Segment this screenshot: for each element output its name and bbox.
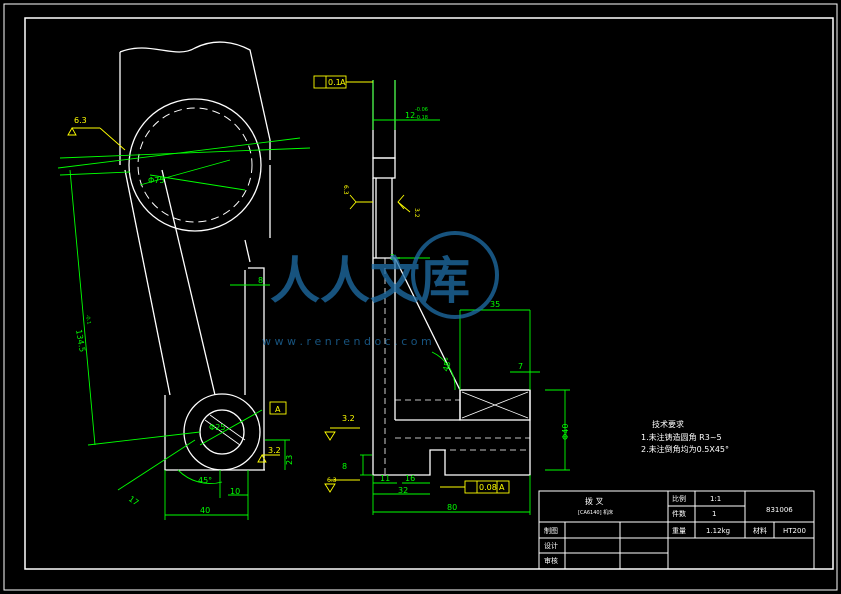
dim-45deg: 45°	[198, 476, 212, 485]
dim-6-3-top: 6.3	[74, 116, 87, 125]
dim-23: 23	[285, 455, 294, 465]
tech-req-heading: 技术要求	[652, 419, 684, 429]
dim-17: 17	[127, 494, 141, 507]
watermark: 人人文库 w w w . r e n r e n d o c . c o m	[262, 231, 499, 348]
watermark-text: 人人文库	[270, 252, 470, 310]
dim-8-bot: 8	[342, 462, 347, 471]
side-view-annotations	[313, 75, 510, 494]
drawn-label: 制图	[544, 526, 558, 535]
material-value: HT200	[783, 527, 806, 535]
dim-2: 2	[390, 253, 395, 262]
dim-134-tol: -0.1	[84, 314, 92, 325]
checked-label: 审核	[544, 556, 558, 565]
front-view-annotations	[67, 127, 287, 463]
flat-bot-value: 0.08	[479, 483, 497, 492]
front-view-labels: 6.3 134.5 -0.1 Φ75 8 A Φ25 3.2 23 17 45°…	[74, 116, 294, 515]
weight-label: 重量	[672, 527, 686, 535]
side-view-dimensions	[360, 80, 570, 515]
dim-45deg-b: 45°	[441, 356, 453, 372]
watermark-logo-ring	[411, 231, 499, 319]
tech-req-line2: 2.未注倒角均为0.5X45°	[641, 444, 729, 454]
drawing-number: 831006	[766, 506, 793, 514]
front-view	[119, 41, 271, 471]
dim-6-3-bot: 6.3	[327, 477, 337, 484]
title-block-text: 拨 叉 [CA6140] 机床 比例 1:1 件数 1 831006 重量 1.…	[544, 494, 806, 565]
dim-3-2-side: 3.2	[413, 208, 420, 218]
tech-requirements: 技术要求 1.未注铸造圆角 R3~5 2.未注倒角均为0.5X45°	[641, 419, 729, 454]
scale-value: 1:1	[710, 495, 721, 503]
dim-phi40: Φ40	[561, 424, 570, 440]
dim-10: 10	[230, 487, 240, 496]
dim-6-3-side: 6.3	[342, 185, 349, 195]
designed-label: 设计	[544, 541, 558, 550]
datum-a-label: A	[275, 405, 281, 414]
title-block	[538, 490, 815, 570]
flat-bot-ref: A	[499, 483, 505, 492]
watermark-url: w w w . r e n r e n d o c . c o m	[262, 335, 432, 348]
flat-top-value: 0.1	[328, 78, 341, 87]
dim-12-tol-b: -0.18	[415, 115, 428, 121]
dim-11: 11	[380, 474, 390, 483]
dim-phi25: Φ25	[209, 423, 225, 432]
dim-3-2-bot: 3.2	[342, 414, 355, 423]
part-subtitle: [CA6140] 机床	[578, 509, 613, 516]
material-label: 材料	[753, 526, 767, 535]
scale-label: 比例	[672, 494, 686, 503]
dim-12: 12	[405, 111, 415, 120]
flat-top-ref: A	[340, 78, 346, 87]
dim-16: 16	[405, 474, 415, 483]
dim-134: 134.5	[74, 329, 87, 353]
dim-80: 80	[447, 503, 457, 512]
dim-40: 40	[200, 506, 210, 515]
part-name: 拨 叉	[585, 496, 604, 506]
dim-8-left: 8	[258, 276, 263, 285]
outer-frame	[3, 3, 838, 591]
inner-frame	[24, 17, 834, 570]
front-view-dimensions	[57, 137, 311, 520]
quantity-label: 件数	[672, 509, 686, 518]
tech-req-line1: 1.未注铸造圆角 R3~5	[641, 432, 722, 442]
dim-3-2-left: 3.2	[268, 446, 281, 455]
dim-35: 35	[490, 300, 500, 309]
dim-32: 32	[398, 486, 408, 495]
dim-12-tol-a: -0.06	[415, 107, 428, 113]
weight-value: 1.12kg	[706, 527, 730, 535]
side-view-labels: 0.1 A 12 -0.06 -0.18 6.3 3.2 2 35 45° 7 …	[327, 78, 570, 512]
quantity-value: 1	[712, 510, 716, 518]
dim-7: 7	[518, 362, 523, 371]
dim-phi75: Φ75	[148, 176, 164, 185]
